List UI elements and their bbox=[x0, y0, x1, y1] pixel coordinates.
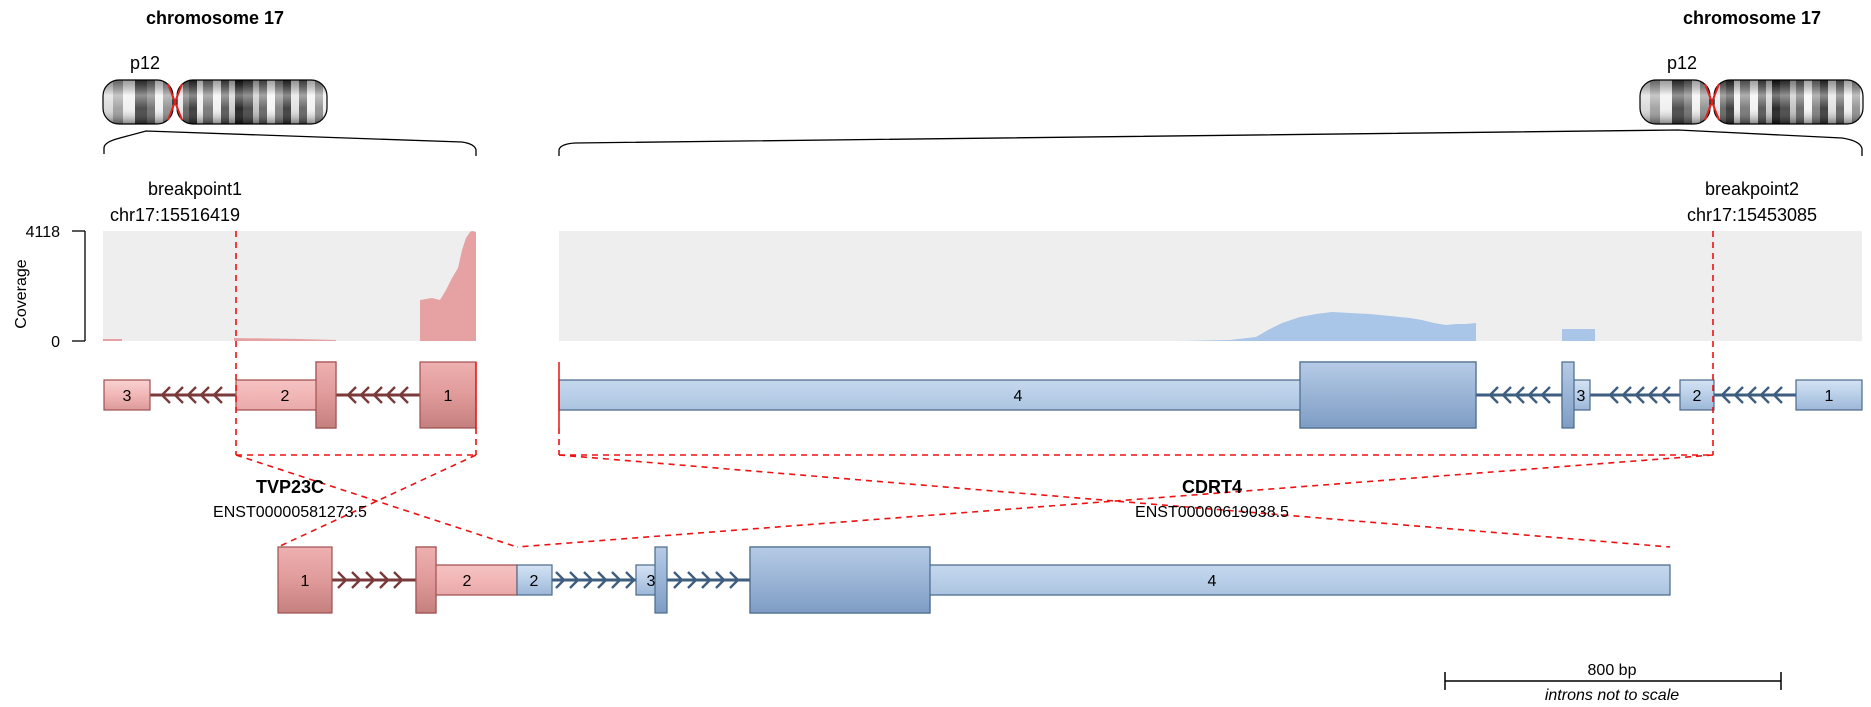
exon-label-tvp23c-3: 3 bbox=[123, 388, 132, 405]
fusion-transcript: 1 2 2 3 4 bbox=[277, 546, 1671, 614]
coverage-axis-label: Coverage bbox=[13, 259, 30, 328]
band-label-left: p12 bbox=[130, 53, 160, 73]
coverage-area-left bbox=[103, 231, 476, 341]
exon-label-tvp23c-1: 1 bbox=[444, 388, 453, 405]
fusion-intron-arrows-2 bbox=[555, 571, 740, 589]
scale-length-label: 800 bp bbox=[1588, 662, 1637, 679]
chromosome-title-left: chromosome 17 bbox=[146, 8, 284, 28]
coverage-track-right bbox=[559, 231, 1862, 341]
fusion-exon-tvp23c-1 bbox=[277, 546, 333, 614]
exon-label-cdrt4-3: 3 bbox=[1577, 388, 1586, 405]
fusion-exon-label-1: 1 bbox=[301, 573, 310, 590]
breakpoint2-name: breakpoint2 bbox=[1705, 179, 1799, 199]
gene-name-tvp23c: TVP23C bbox=[256, 477, 324, 497]
intron-arrows-right bbox=[1488, 386, 1783, 404]
coverage-min-label: 0 bbox=[51, 334, 60, 351]
coverage-track-left bbox=[103, 231, 476, 341]
zoom-bracket-right bbox=[558, 129, 1863, 156]
transcript-id-cdrt4: ENST00000619038.5 bbox=[1135, 504, 1289, 521]
chromosome-ideogram-left: chromosome 17 p12 bbox=[102, 8, 477, 156]
scale-note: introns not to scale bbox=[1545, 687, 1679, 704]
chromosome-title-right: chromosome 17 bbox=[1683, 8, 1821, 28]
exon-cdrt4-1 bbox=[1795, 379, 1863, 411]
gene-track-cdrt4: 4 3 2 1 bbox=[558, 361, 1863, 429]
fusion-exon-label-5: 4 bbox=[1208, 573, 1217, 590]
breakpoint1-name: breakpoint1 bbox=[148, 179, 242, 199]
coverage-area-right bbox=[1180, 312, 1595, 341]
intron-arrows-left-1 bbox=[160, 386, 223, 404]
exon-label-cdrt4-2: 2 bbox=[1693, 388, 1702, 405]
fusion-exon-cdrt4-2 bbox=[516, 564, 553, 596]
fusion-exon-label-3: 2 bbox=[530, 573, 539, 590]
transcript-id-tvp23c: ENST00000581273.5 bbox=[213, 504, 367, 521]
band-label-right: p12 bbox=[1667, 53, 1697, 73]
fusion-intron-arrows-1 bbox=[337, 571, 404, 589]
coverage-axis: Coverage 4118 0 bbox=[13, 224, 86, 351]
exon-tvp23c-3 bbox=[103, 379, 151, 411]
intron-arrows-left-2 bbox=[346, 386, 409, 404]
fusion-exon-label-2: 2 bbox=[463, 573, 472, 590]
coverage-max-label: 4118 bbox=[26, 224, 61, 241]
gene-track-tvp23c: 3 2 1 bbox=[103, 361, 477, 429]
scale-bar: 800 bp introns not to scale bbox=[1444, 662, 1782, 704]
exon-label-cdrt4-1: 1 bbox=[1825, 388, 1834, 405]
gene-name-cdrt4: CDRT4 bbox=[1182, 477, 1242, 497]
exon-label-tvp23c-2: 2 bbox=[281, 388, 290, 405]
breakpoint-guides bbox=[235, 231, 1714, 548]
exon-tvp23c-1 bbox=[419, 361, 477, 429]
exon-label-cdrt4-4: 4 bbox=[1014, 388, 1023, 405]
breakpoint1-position: chr17:15516419 bbox=[110, 205, 240, 225]
fusion-exon-label-4: 3 bbox=[647, 573, 656, 590]
exon-cdrt4-2 bbox=[1679, 379, 1715, 411]
breakpoint2-position: chr17:15453085 bbox=[1687, 205, 1817, 225]
zoom-bracket-left bbox=[103, 130, 477, 156]
chromosome-ideogram-right: chromosome 17 p12 bbox=[558, 8, 1864, 156]
